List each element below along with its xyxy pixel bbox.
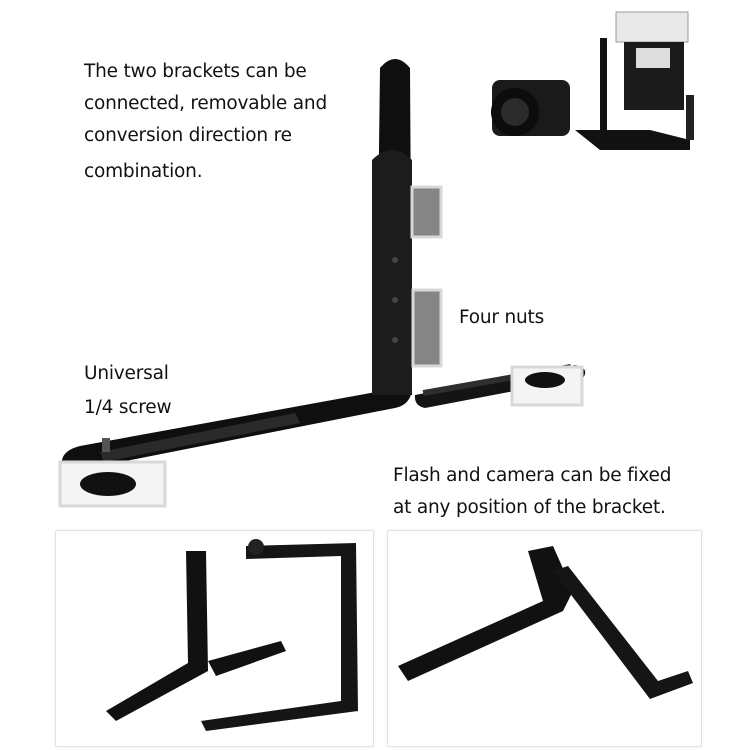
caption-line: at any position of the bracket.	[393, 497, 666, 518]
caption-flash-camera: Flash and camera can be fixed at any pos…	[393, 460, 671, 524]
caption-line: The two brackets can be	[84, 61, 307, 82]
caption-line: 1/4 screw	[84, 397, 172, 418]
nut-icon	[525, 372, 565, 388]
caption-line: Flash and camera can be fixed	[393, 465, 672, 486]
camera-flash-photo	[491, 11, 694, 150]
photo-panel-right	[387, 530, 702, 747]
caption-four-nuts: Four nuts	[459, 307, 545, 328]
screw-knob-icon	[80, 472, 136, 496]
caption-line: combination.	[84, 161, 203, 182]
caption-line: conversion direction re	[84, 125, 292, 146]
photo-panel-left	[55, 530, 374, 747]
caption-intro: The two brackets can be connected, remov…	[84, 56, 327, 188]
highlight-boxes	[58, 185, 584, 508]
caption-line: Universal	[84, 363, 169, 384]
caption-universal-screw: Universal 1/4 screw	[84, 358, 172, 424]
caption-line: connected, removable and	[84, 93, 327, 114]
